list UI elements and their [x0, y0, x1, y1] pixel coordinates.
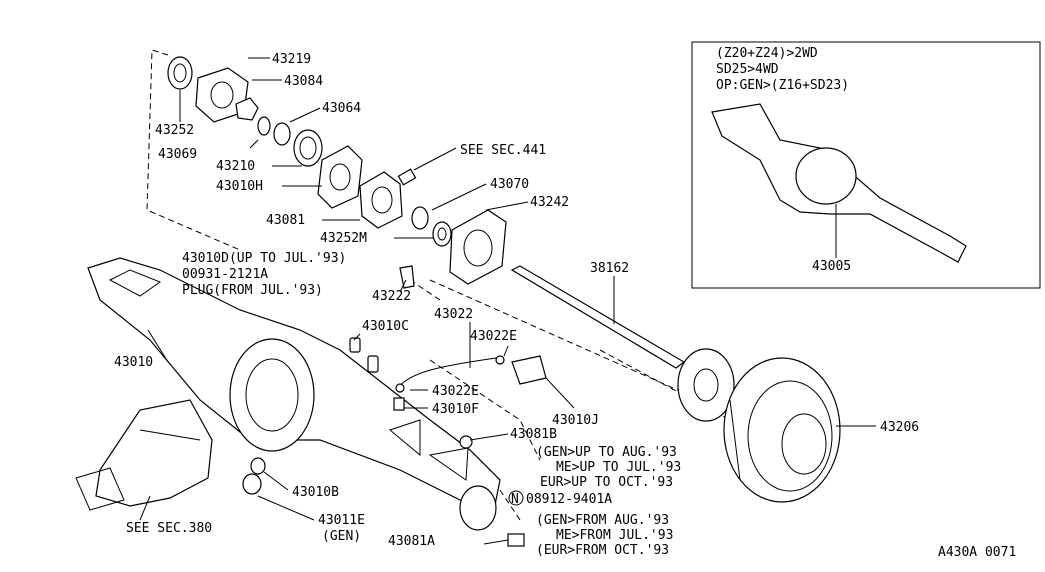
spacer-43064[interactable]	[273, 122, 291, 146]
label-43081B: 43081B	[510, 427, 557, 442]
backing-plate-43242[interactable]	[449, 209, 507, 285]
bearing-cage-43081[interactable]	[359, 171, 403, 229]
label-43242: 43242	[530, 195, 569, 210]
notes-up-to: (GEN>UP TO AUG.'93 ME>UP TO JUL.'93 EUR>…	[536, 445, 681, 490]
label-43022E-upper: 43022E	[470, 329, 517, 344]
seal-43252M[interactable]	[432, 221, 452, 247]
leader-lines	[139, 57, 876, 545]
brake-drum-43206[interactable]	[723, 357, 841, 503]
label-38162: 38162	[590, 261, 629, 276]
inset-line-1: (Z20+Z24)>2WD	[716, 46, 818, 61]
label-43084: 43084	[284, 74, 323, 89]
note-from-eur: (EUR>FROM OCT.'93	[536, 543, 669, 558]
note-up-to-gen: (GEN>UP TO AUG.'93	[536, 445, 677, 460]
plug-43010C[interactable]	[349, 337, 361, 353]
note-up-to-me: ME>UP TO JUL.'93	[556, 460, 681, 475]
inset-box	[691, 41, 1041, 289]
label-43022E-lower: 43022E	[432, 384, 479, 399]
retainer-43010H[interactable]	[317, 145, 363, 209]
label-43070: 43070	[490, 177, 529, 192]
label-43010F: 43010F	[432, 402, 479, 417]
nut-43081A[interactable]	[507, 533, 525, 547]
label-43252: 43252	[155, 123, 194, 138]
label-43206: 43206	[880, 420, 919, 435]
label-see-sec-441: SEE SEC.441	[460, 143, 546, 158]
n-marker-icon: N	[508, 490, 524, 507]
label-43010B: 43010B	[292, 485, 339, 500]
label-43010J: 43010J	[552, 413, 599, 428]
cap-43010B[interactable]	[250, 457, 266, 475]
label-43081: 43081	[266, 213, 305, 228]
label-gen: (GEN)	[322, 529, 361, 544]
inset-line-2: SD25>4WD	[716, 62, 779, 77]
bearing-43210[interactable]	[293, 129, 323, 167]
label-43210: 43210	[216, 159, 255, 174]
connector-43010D[interactable]	[367, 355, 379, 373]
washer-43069[interactable]	[257, 116, 271, 136]
label-43011E: 43011E	[318, 513, 365, 528]
breather-43222[interactable]	[399, 265, 415, 289]
label-see-sec-380: SEE SEC.380	[126, 521, 212, 536]
nut-43081B[interactable]	[459, 435, 473, 449]
plug-43011E[interactable]	[242, 473, 262, 495]
label-43010C: 43010C	[362, 319, 409, 334]
brake-tube-43022[interactable]	[397, 357, 497, 389]
svg-text:N: N	[511, 492, 519, 507]
fitting-43010F[interactable]	[393, 397, 405, 411]
label-43010H: 43010H	[216, 179, 263, 194]
label-43219: 43219	[272, 52, 311, 67]
notes-from: (GEN>FROM AUG.'93 ME>FROM JUL.'93 (EUR>F…	[536, 513, 673, 558]
label-43010: 43010	[114, 355, 153, 370]
label-43022: 43022	[434, 307, 473, 322]
bracket-43010J[interactable]	[511, 355, 547, 385]
figure-id: A430A 0071	[938, 545, 1016, 560]
clip-43022E-lower[interactable]	[395, 383, 405, 393]
label-43081A: 43081A	[388, 534, 435, 549]
inset-line-3: OP:GEN>(Z16+SD23)	[716, 78, 849, 93]
seal-43070[interactable]	[411, 206, 429, 230]
label-43069: 43069	[158, 147, 197, 162]
bolt-see-441[interactable]	[397, 168, 417, 186]
differential-carrier[interactable]	[75, 399, 213, 511]
note-from-gen: (GEN>FROM AUG.'93	[536, 513, 669, 528]
note-up-to-eur: EUR>UP TO OCT.'93	[540, 475, 673, 490]
label-43064: 43064	[322, 101, 361, 116]
label-plug: PLUG(FROM JUL.'93)	[182, 283, 323, 298]
label-43010D: 43010D(UP TO JUL.'93)	[182, 251, 346, 266]
label-00931-2121A: 00931-2121A	[182, 267, 268, 282]
lock-plate-43084[interactable]	[235, 97, 259, 121]
seal-43252[interactable]	[167, 56, 193, 90]
label-43222: 43222	[372, 289, 411, 304]
label-08912-9401A: 08912-9401A	[526, 492, 612, 507]
axle-housing-43010[interactable]	[87, 257, 501, 531]
inset-axle-43005[interactable]	[711, 103, 967, 263]
axle-shaft-38162[interactable]	[510, 265, 735, 422]
label-43005: 43005	[812, 259, 851, 274]
note-from-me: ME>FROM JUL.'93	[556, 528, 673, 543]
label-43252M: 43252M	[320, 231, 367, 246]
clip-43022E-upper[interactable]	[495, 355, 505, 365]
